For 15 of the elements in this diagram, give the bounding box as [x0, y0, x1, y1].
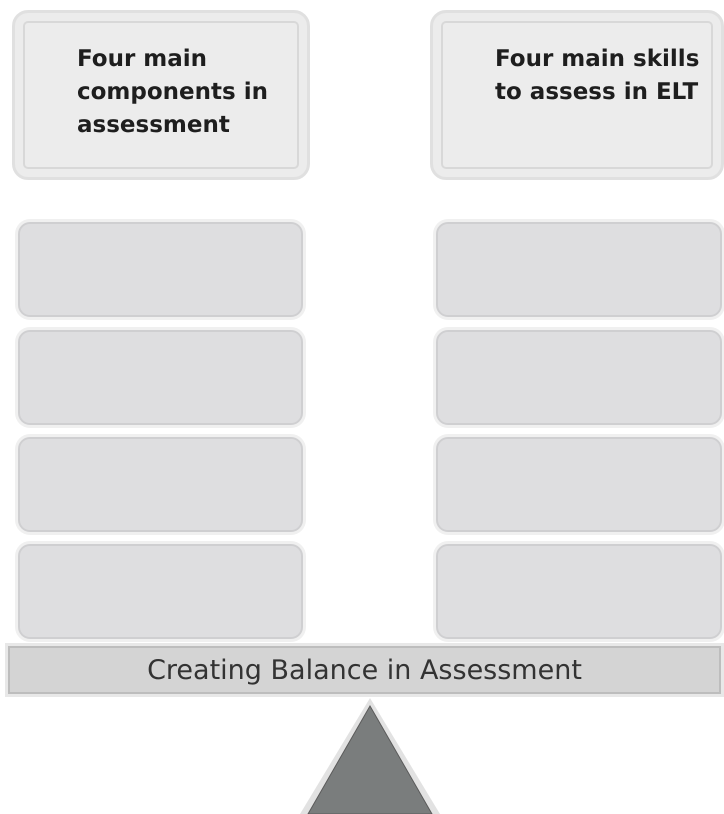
beam-title: Creating Balance in Assessment — [147, 654, 582, 686]
heading-text: Four main components in assessment — [77, 45, 269, 140]
empty-box — [18, 437, 303, 532]
heading-card — [430, 10, 724, 180]
empty-box — [18, 222, 303, 317]
empty-box — [436, 437, 722, 532]
empty-box — [436, 544, 722, 639]
empty-box — [18, 330, 303, 425]
empty-box — [436, 330, 722, 425]
balance-beam — [5, 643, 724, 697]
empty-box — [436, 222, 722, 317]
heading-text: Four main skills to assess in ELT — [495, 45, 700, 107]
fulcrum-triangle — [300, 698, 440, 814]
empty-box — [18, 544, 303, 639]
heading-card — [12, 10, 310, 180]
